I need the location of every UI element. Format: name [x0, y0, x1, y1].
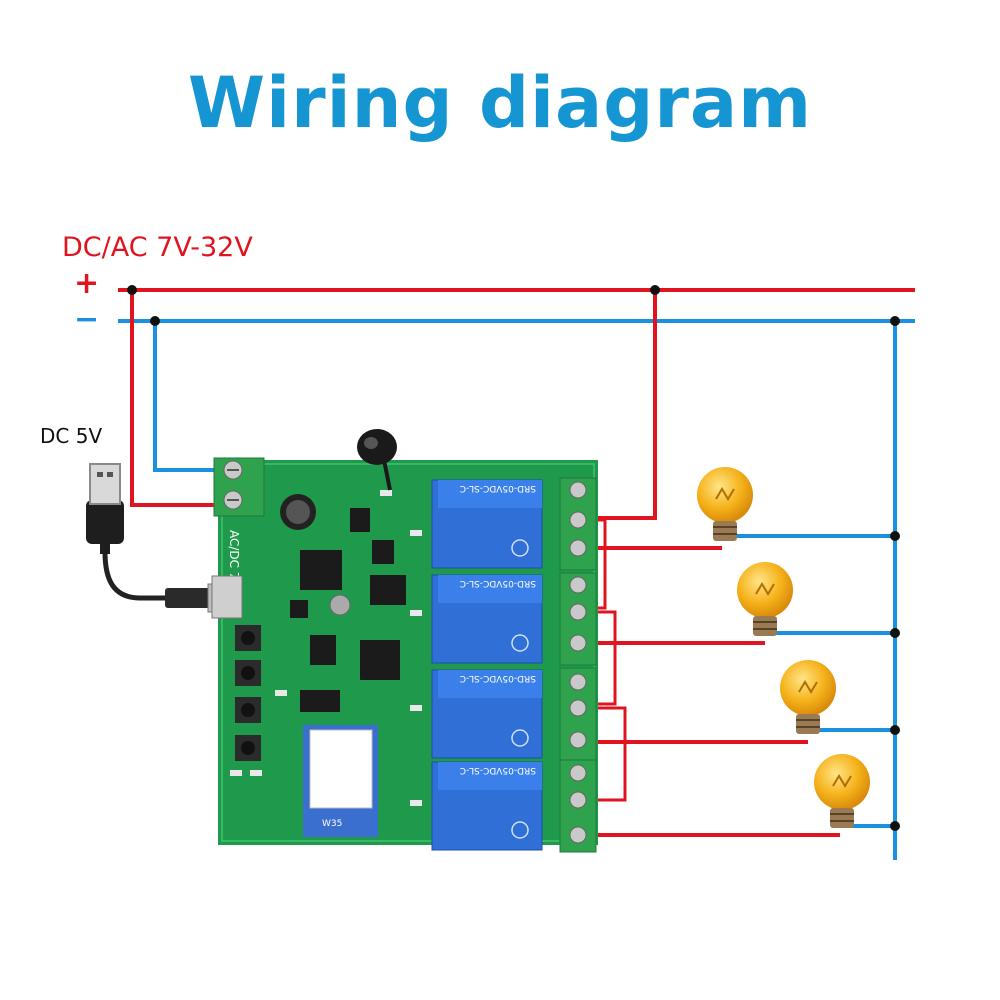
wifi-module-label: W35: [322, 819, 342, 829]
relay-3: SRD-05VDC-SL-C: [431, 669, 543, 759]
usb-cable: [102, 539, 223, 613]
usb-plug-icon: [86, 463, 124, 554]
power-terminal-block: [213, 457, 265, 517]
negative-feed-wire: [153, 321, 232, 472]
relay-4: SRD-05VDC-SL-C: [431, 761, 543, 851]
bulb-neutral-wires: [735, 534, 895, 828]
svg-text:SRD-05VDC-SL-C: SRD-05VDC-SL-C: [460, 673, 536, 683]
relay-common-feed-wire: [580, 290, 657, 520]
light-bulb-icon: [814, 754, 870, 828]
ic-chips: [290, 508, 406, 712]
svg-text:SRD-05VDC-SL-C: SRD-05VDC-SL-C: [460, 483, 536, 493]
relay-output-wires: [580, 546, 840, 837]
supply-rails: [118, 285, 915, 860]
junction-dot: [650, 285, 660, 295]
relay-1: SRD-05VDC-SL-C: [431, 479, 543, 569]
smd-parts: [230, 490, 422, 806]
light-bulb-icon: [780, 660, 836, 734]
wifi-module: W35: [303, 725, 378, 837]
junction-dot: [127, 285, 137, 295]
positive-terminal-label: +: [74, 266, 100, 301]
svg-text:SRD-05VDC-SL-C: SRD-05VDC-SL-C: [460, 578, 536, 588]
relay-2: SRD-05VDC-SL-C: [431, 574, 543, 664]
positive-feed-wire: [130, 290, 232, 507]
negative-terminal-label: −: [74, 302, 100, 337]
capacitor: [280, 494, 316, 530]
push-buttons: [235, 625, 261, 761]
micro-usb-socket: [211, 575, 243, 619]
svg-text:SRD-05VDC-SL-C: SRD-05VDC-SL-C: [460, 765, 536, 775]
light-bulb-icon: [737, 562, 793, 636]
supply-voltage-label: DC/AC 7V-32V: [62, 232, 253, 263]
junction-dot: [150, 316, 160, 326]
neutral-junctions: [890, 531, 900, 831]
usb-power-label: DC 5V: [40, 424, 103, 448]
antenna-icon: [357, 429, 397, 491]
relay-terminal-blocks: [559, 477, 597, 853]
junction-dot: [890, 316, 900, 326]
light-bulb-icon: [697, 467, 753, 541]
crystal: [329, 594, 351, 616]
diagram-title: Wiring diagram: [187, 62, 813, 144]
